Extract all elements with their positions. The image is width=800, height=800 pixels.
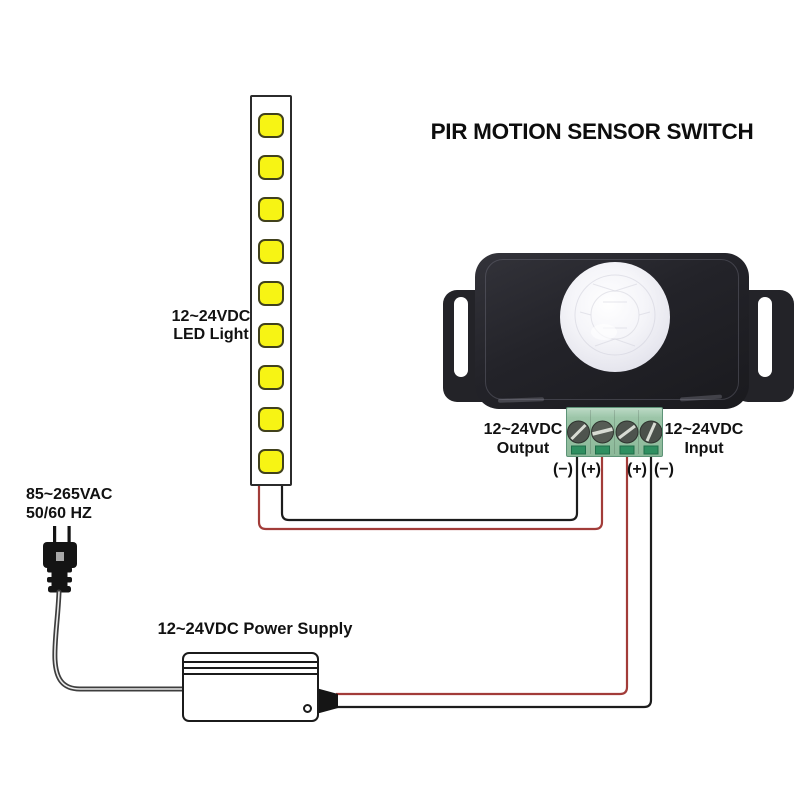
- terminal-polarity-input-negative: (−): [654, 461, 674, 478]
- wire-output-positive: [257, 456, 604, 531]
- diagram-title: PIR MOTION SENSOR SWITCH: [430, 119, 754, 144]
- terminal-polarity-input-positive: (+): [627, 461, 647, 478]
- power-supply: [182, 652, 319, 722]
- output-label: 12~24VDC Output: [484, 420, 563, 458]
- ac-input-label: 85~265VAC 50/60 HZ: [26, 485, 112, 523]
- ps-vent-line: [184, 667, 317, 669]
- output-label-voltage: 12~24VDC: [483, 421, 563, 438]
- led-chip: [258, 365, 284, 390]
- led-chip: [258, 407, 284, 432]
- input-label: 12~24VDC Input: [665, 420, 744, 458]
- terminal-screws: [567, 410, 663, 455]
- power-supply-label: 12~24VDC Power Supply: [157, 620, 353, 638]
- led-chip: [258, 113, 284, 138]
- ps-indicator-hole: [303, 704, 312, 713]
- led-chip: [258, 281, 284, 306]
- input-label-voltage: 12~24VDC: [664, 421, 744, 438]
- led-chip: [258, 323, 284, 348]
- ps-connector: [316, 688, 338, 714]
- terminal-screw: [615, 420, 639, 444]
- terminal-block: [566, 407, 663, 457]
- sensor-case-seam: [485, 259, 739, 400]
- led-chip: [258, 239, 284, 264]
- sensor-mount-slot-right: [758, 297, 772, 377]
- dome-facets: [574, 274, 656, 356]
- output-label-name: Output: [496, 440, 550, 457]
- led-strip-label-voltage: 12~24VDC: [171, 308, 251, 325]
- wire-input-negative: [336, 456, 653, 709]
- ps-vent-line: [184, 673, 317, 675]
- wire-output-negative: [280, 456, 579, 522]
- ac-voltage: 85~265VAC: [26, 486, 113, 503]
- ac-frequency: 50/60 HZ: [26, 505, 92, 522]
- led-strip-label-name: LED Light: [173, 326, 249, 343]
- terminal-screw: [567, 420, 590, 444]
- wire-input-positive: [336, 456, 629, 696]
- pir-dome-lens: [560, 262, 670, 372]
- ps-vent-line: [184, 661, 317, 663]
- led-chip: [258, 449, 284, 474]
- led-strip-label: 12~24VDC LED Light: [172, 308, 251, 344]
- ac-plug-icon: [43, 526, 77, 593]
- led-chip: [258, 155, 284, 180]
- led-strip: [250, 95, 292, 486]
- sensor-mount-slot-left: [454, 297, 468, 377]
- terminal-polarity-output-positive: (+): [581, 461, 601, 478]
- terminal-screw: [591, 420, 614, 444]
- led-chip: [258, 197, 284, 222]
- terminal-screw: [639, 420, 663, 444]
- ac-cord: [52, 589, 193, 692]
- terminal-polarity-output-negative: (−): [553, 461, 573, 478]
- input-label-name: Input: [684, 440, 724, 457]
